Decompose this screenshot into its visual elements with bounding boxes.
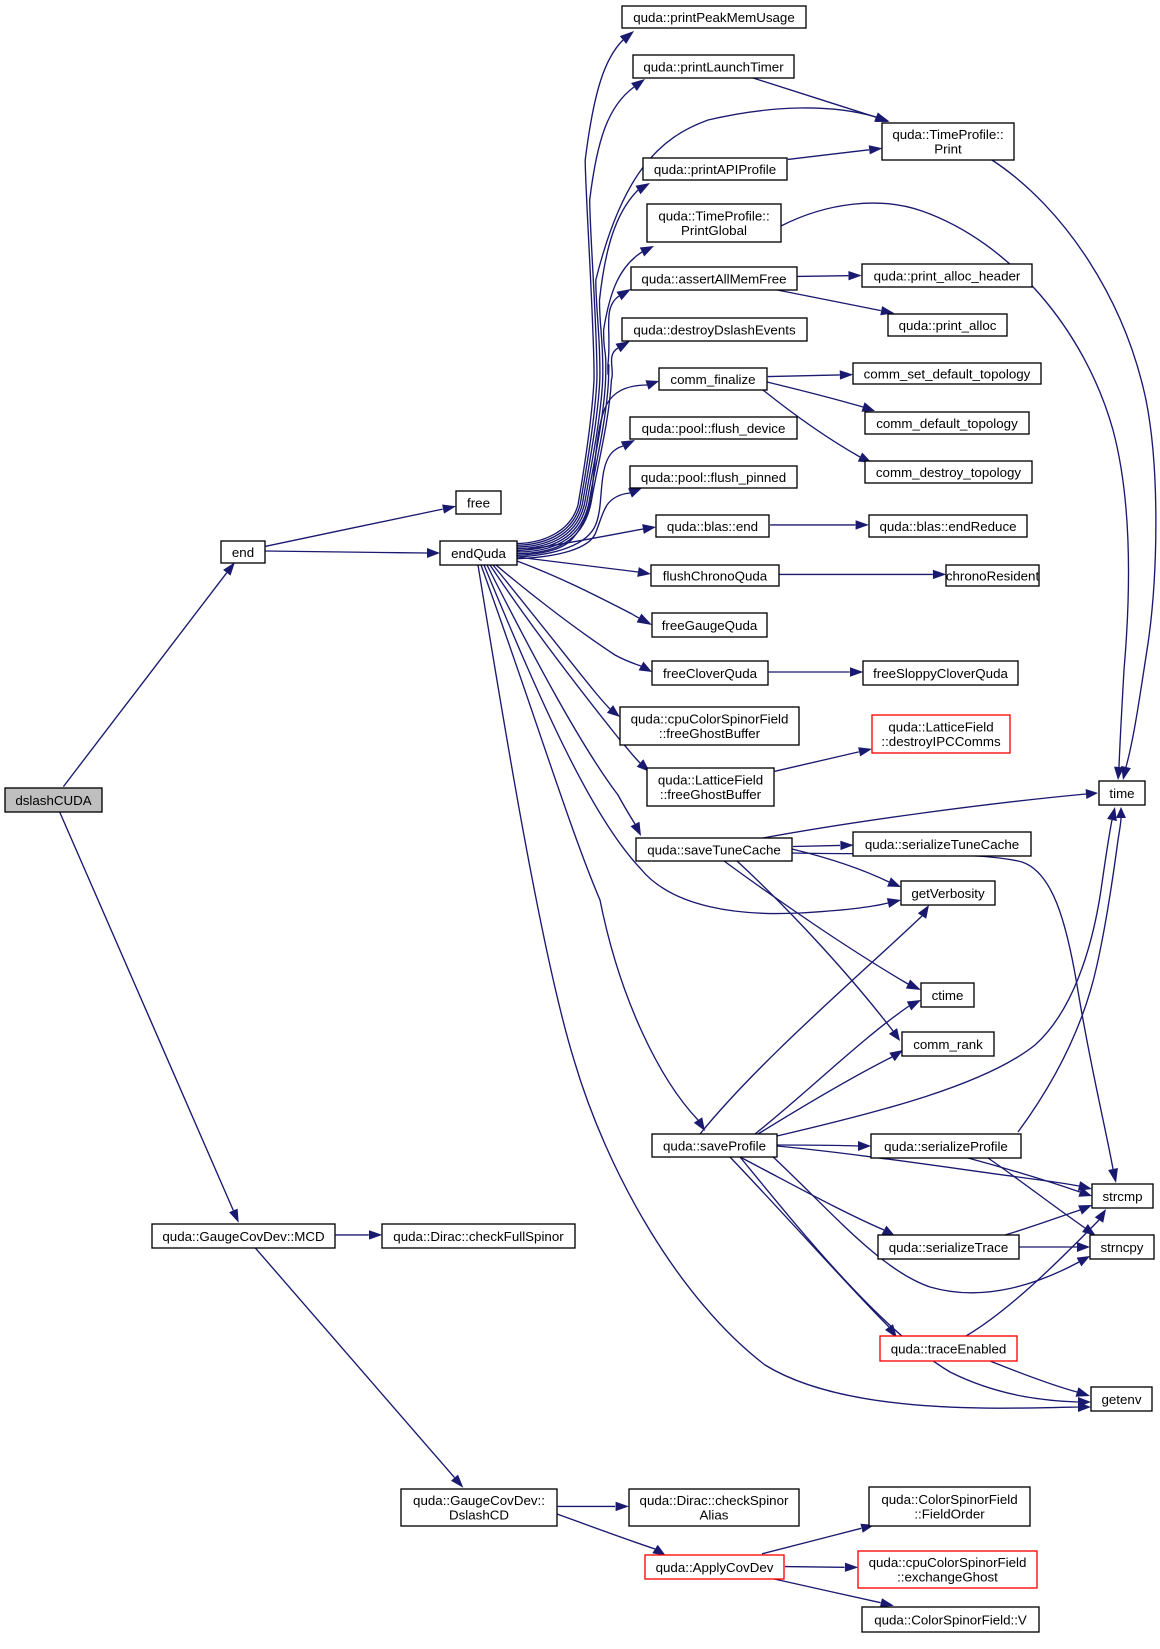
svg-text:quda::ColorSpinorField::V: quda::ColorSpinorField::V: [874, 1612, 1027, 1627]
svg-text:::exchangeGhost: ::exchangeGhost: [897, 1570, 998, 1585]
svg-text:quda::assertAllMemFree: quda::assertAllMemFree: [641, 271, 786, 286]
svg-text:comm_set_default_topology: comm_set_default_topology: [864, 366, 1031, 381]
svg-text:comm_default_topology: comm_default_topology: [876, 416, 1018, 431]
svg-text:freeSloppyCloverQuda: freeSloppyCloverQuda: [873, 666, 1008, 681]
svg-text:PrintGlobal: PrintGlobal: [681, 223, 747, 238]
svg-text:quda::ApplyCovDev: quda::ApplyCovDev: [656, 1560, 774, 1575]
svg-text:freeGaugeQuda: freeGaugeQuda: [662, 618, 758, 633]
svg-text:strcmp: strcmp: [1103, 1189, 1143, 1204]
svg-text:time: time: [1109, 786, 1134, 801]
svg-text:dslashCUDA: dslashCUDA: [15, 793, 91, 808]
svg-text:::FieldOrder: ::FieldOrder: [914, 1507, 985, 1522]
svg-text:quda::LatticeField: quda::LatticeField: [888, 720, 993, 735]
svg-text:quda::GaugeCovDev::: quda::GaugeCovDev::: [413, 1493, 545, 1508]
svg-text:quda::serializeProfile: quda::serializeProfile: [884, 1139, 1008, 1154]
svg-text:endQuda: endQuda: [451, 546, 506, 561]
svg-text:DslashCD: DslashCD: [449, 1508, 509, 1523]
svg-text:quda::pool::flush_pinned: quda::pool::flush_pinned: [641, 470, 786, 485]
svg-text:chronoResident: chronoResident: [946, 568, 1040, 583]
svg-text:Print: Print: [934, 142, 962, 157]
svg-text:::freeGhostBuffer: ::freeGhostBuffer: [659, 726, 761, 741]
svg-text:getVerbosity: getVerbosity: [911, 886, 985, 901]
svg-text:quda::TimeProfile::: quda::TimeProfile::: [892, 127, 1003, 142]
svg-text:quda::traceEnabled: quda::traceEnabled: [891, 1341, 1007, 1356]
svg-text:strncpy: strncpy: [1101, 1240, 1144, 1255]
svg-text:quda::saveTuneCache: quda::saveTuneCache: [647, 842, 781, 857]
svg-text:quda::blas::endReduce: quda::blas::endReduce: [879, 519, 1016, 534]
svg-text:quda::LatticeField: quda::LatticeField: [658, 773, 763, 788]
svg-text:::freeGhostBuffer: ::freeGhostBuffer: [660, 787, 762, 802]
svg-text:quda::saveProfile: quda::saveProfile: [663, 1138, 766, 1153]
svg-text:ctime: ctime: [932, 988, 964, 1003]
svg-text:quda::GaugeCovDev::MCD: quda::GaugeCovDev::MCD: [162, 1229, 324, 1244]
svg-text:quda::serializeTuneCache: quda::serializeTuneCache: [865, 837, 1019, 852]
svg-text:quda::pool::flush_device: quda::pool::flush_device: [642, 421, 786, 436]
svg-text:::destroyIPCComms: ::destroyIPCComms: [881, 734, 1001, 749]
svg-text:Alias: Alias: [700, 1508, 729, 1523]
svg-text:quda::print_alloc: quda::print_alloc: [899, 318, 997, 333]
svg-text:getenv: getenv: [1101, 1392, 1141, 1407]
svg-text:end: end: [232, 545, 254, 560]
svg-text:quda::blas::end: quda::blas::end: [667, 519, 758, 534]
svg-text:flushChronoQuda: flushChronoQuda: [663, 568, 768, 583]
svg-text:quda::serializeTrace: quda::serializeTrace: [889, 1240, 1009, 1255]
svg-text:quda::printLaunchTimer: quda::printLaunchTimer: [643, 59, 784, 74]
svg-text:quda::printAPIProfile: quda::printAPIProfile: [654, 162, 776, 177]
svg-text:quda::cpuColorSpinorField: quda::cpuColorSpinorField: [631, 712, 789, 727]
svg-text:quda::TimeProfile::: quda::TimeProfile::: [658, 209, 769, 224]
svg-text:comm_rank: comm_rank: [913, 1037, 983, 1052]
svg-text:quda::cpuColorSpinorField: quda::cpuColorSpinorField: [869, 1555, 1027, 1570]
svg-text:comm_destroy_topology: comm_destroy_topology: [876, 465, 1022, 480]
svg-text:free: free: [467, 495, 490, 510]
svg-text:quda::ColorSpinorField: quda::ColorSpinorField: [881, 1492, 1017, 1507]
svg-text:quda::printPeakMemUsage: quda::printPeakMemUsage: [633, 10, 795, 25]
svg-text:quda::Dirac::checkFullSpinor: quda::Dirac::checkFullSpinor: [393, 1229, 564, 1244]
svg-text:quda::Dirac::checkSpinor: quda::Dirac::checkSpinor: [640, 1493, 789, 1508]
svg-text:freeCloverQuda: freeCloverQuda: [663, 666, 758, 681]
svg-text:quda::print_alloc_header: quda::print_alloc_header: [874, 268, 1021, 283]
svg-text:quda::destroyDslashEvents: quda::destroyDslashEvents: [633, 322, 796, 337]
svg-text:comm_finalize: comm_finalize: [670, 372, 755, 387]
